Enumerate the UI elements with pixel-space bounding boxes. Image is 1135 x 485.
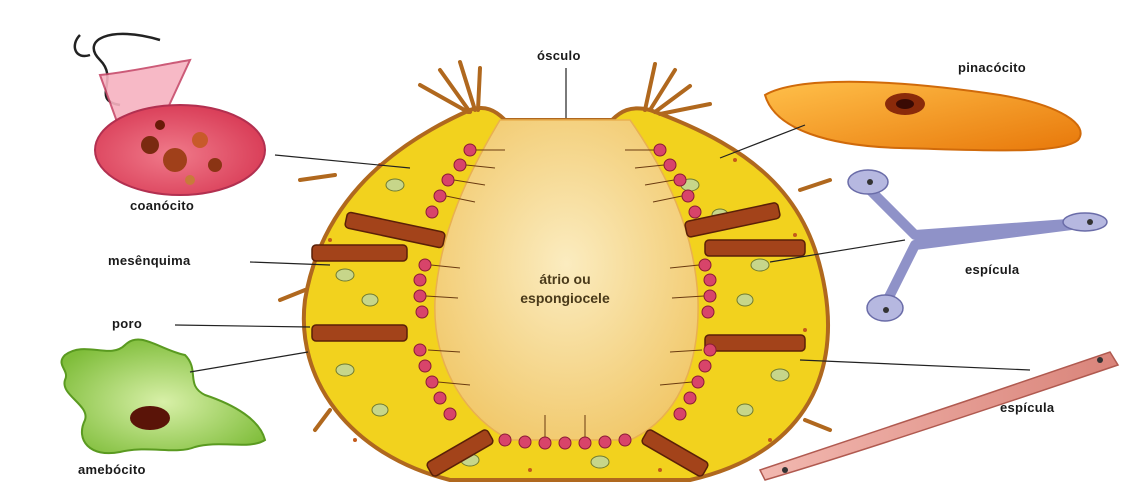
amebocito-illustration bbox=[61, 340, 265, 454]
poro-leader-line bbox=[175, 325, 310, 327]
atrio-label-line2: espongiocele bbox=[500, 289, 630, 308]
amebocito-leader-line bbox=[190, 352, 308, 372]
espicula-label-1: espícula bbox=[965, 262, 1019, 277]
coanocito-illustration bbox=[75, 34, 265, 195]
atrio-label-line1: átrio ou bbox=[500, 270, 630, 289]
mesenquima-label: mesênquima bbox=[108, 253, 190, 268]
espicula-label-2: espícula bbox=[1000, 400, 1054, 415]
amebocito-label: amebócito bbox=[78, 462, 146, 477]
espicula-2-leader-line bbox=[800, 360, 1030, 370]
pinacocito-label: pinacócito bbox=[958, 60, 1026, 75]
atrio-label: átrio ou espongiocele bbox=[500, 270, 630, 308]
pinacocito-illustration bbox=[765, 82, 1081, 151]
coanocito-label: coanócito bbox=[130, 198, 194, 213]
pinacocito-leader-line bbox=[720, 125, 805, 158]
osculo-label: ósculo bbox=[537, 48, 581, 63]
poro-label: poro bbox=[112, 316, 142, 331]
espicula-triaxon-illustration bbox=[848, 170, 1107, 321]
